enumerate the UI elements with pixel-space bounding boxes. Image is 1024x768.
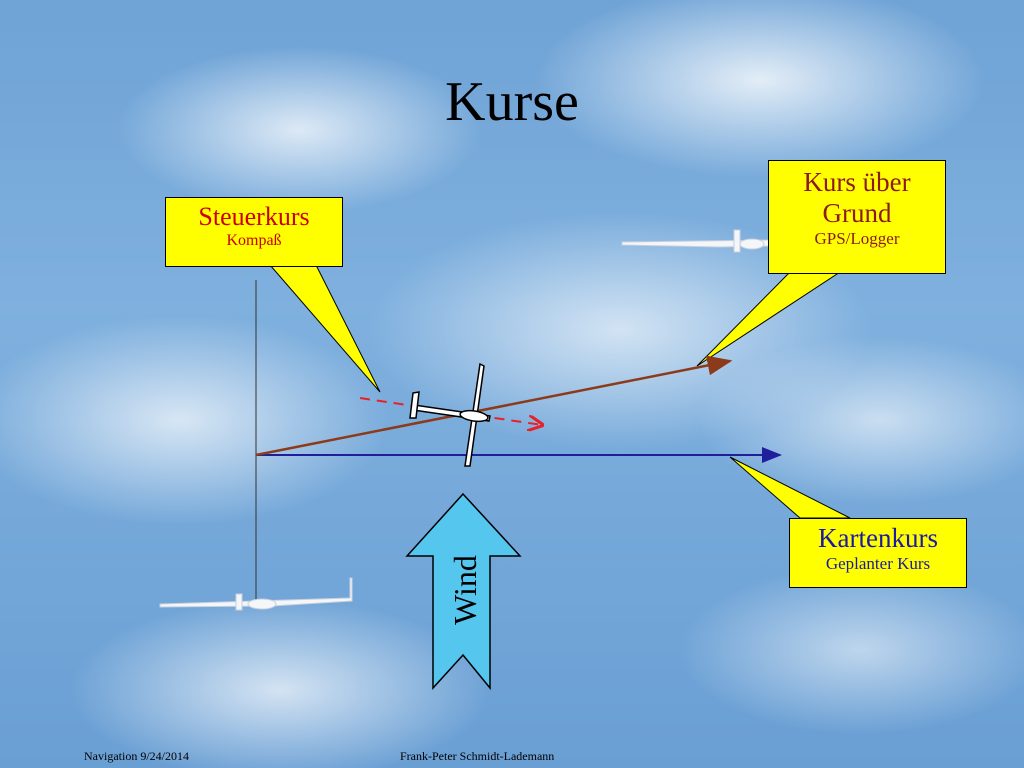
kartenkurs-callout: Kartenkurs Geplanter Kurs — [789, 518, 967, 588]
wind-arrow — [405, 492, 522, 691]
footer-left-text: Navigation 9/24/2014 — [84, 749, 189, 763]
footer-author: Frank-Peter Schmidt-Lademann — [400, 749, 555, 763]
steuerkurs-callout: Steuerkurs Kompaß — [165, 197, 343, 267]
kurs-ueber-grund-line — [255, 355, 733, 457]
steuerkurs-pointer — [268, 264, 381, 393]
kurs-ueber-grund-title-line1: Kurs über — [803, 167, 911, 197]
glider-silhouette-icon — [159, 577, 353, 611]
steuerkurs-title: Steuerkurs — [198, 202, 310, 231]
kurs-ueber-grund-callout: Kurs über Grund GPS/Logger — [768, 160, 946, 274]
slide-title: Kurse — [445, 71, 579, 133]
kurs-ueber-grund-title-line2: Grund — [822, 198, 892, 229]
steuerkurs-subtitle: Kompaß — [226, 231, 282, 249]
glider-top-view-icon — [409, 362, 491, 467]
kartenkurs-title: Kartenkurs — [818, 523, 938, 553]
grund-pointer — [696, 271, 842, 367]
glider-silhouette-icon — [621, 225, 773, 253]
wind-label: Wind — [447, 555, 483, 625]
kurs-ueber-grund-subtitle: GPS/Logger — [814, 229, 900, 249]
kartenkurs-pointer — [729, 456, 851, 519]
kartenkurs-subtitle: Geplanter Kurs — [825, 554, 931, 574]
